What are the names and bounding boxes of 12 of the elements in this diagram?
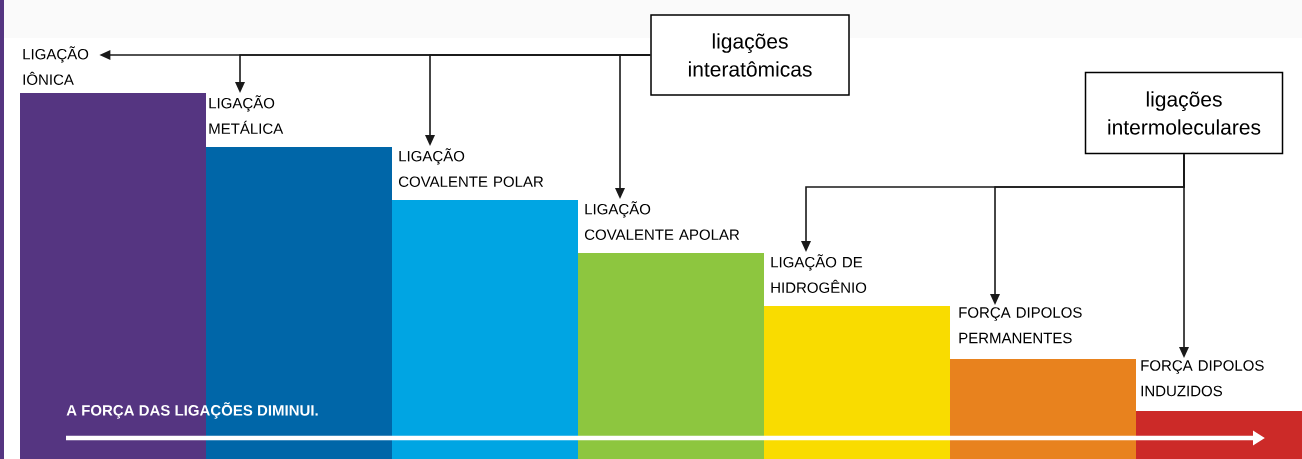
group-box: ligações interatômicas — [650, 14, 850, 96]
arrow — [615, 54, 652, 199]
group-box: ligações intermoleculares — [1084, 71, 1284, 155]
bond-label: LIGAÇÃO IÔNICA — [23, 46, 89, 85]
arrow — [1179, 153, 1189, 358]
bond-label: LIGAÇÃO COVALENTE APOLAR — [584, 201, 740, 240]
bond-label: LIGAÇÃO DE HIDROGÊNIO — [771, 254, 867, 293]
bond-label: LIGAÇÃO METÁLICA — [209, 95, 284, 134]
bond-label: LIGAÇÃO COVALENTE POLAR — [398, 148, 544, 187]
bond-label: FORÇA DIPOLOS PERMANENTES — [959, 307, 1082, 344]
bond-label: FORÇA DIPOLOS INDUZIDOS — [1141, 360, 1264, 397]
caption-text: A FORÇA DAS LIGAÇÕES DIMINUI. — [66, 402, 318, 419]
